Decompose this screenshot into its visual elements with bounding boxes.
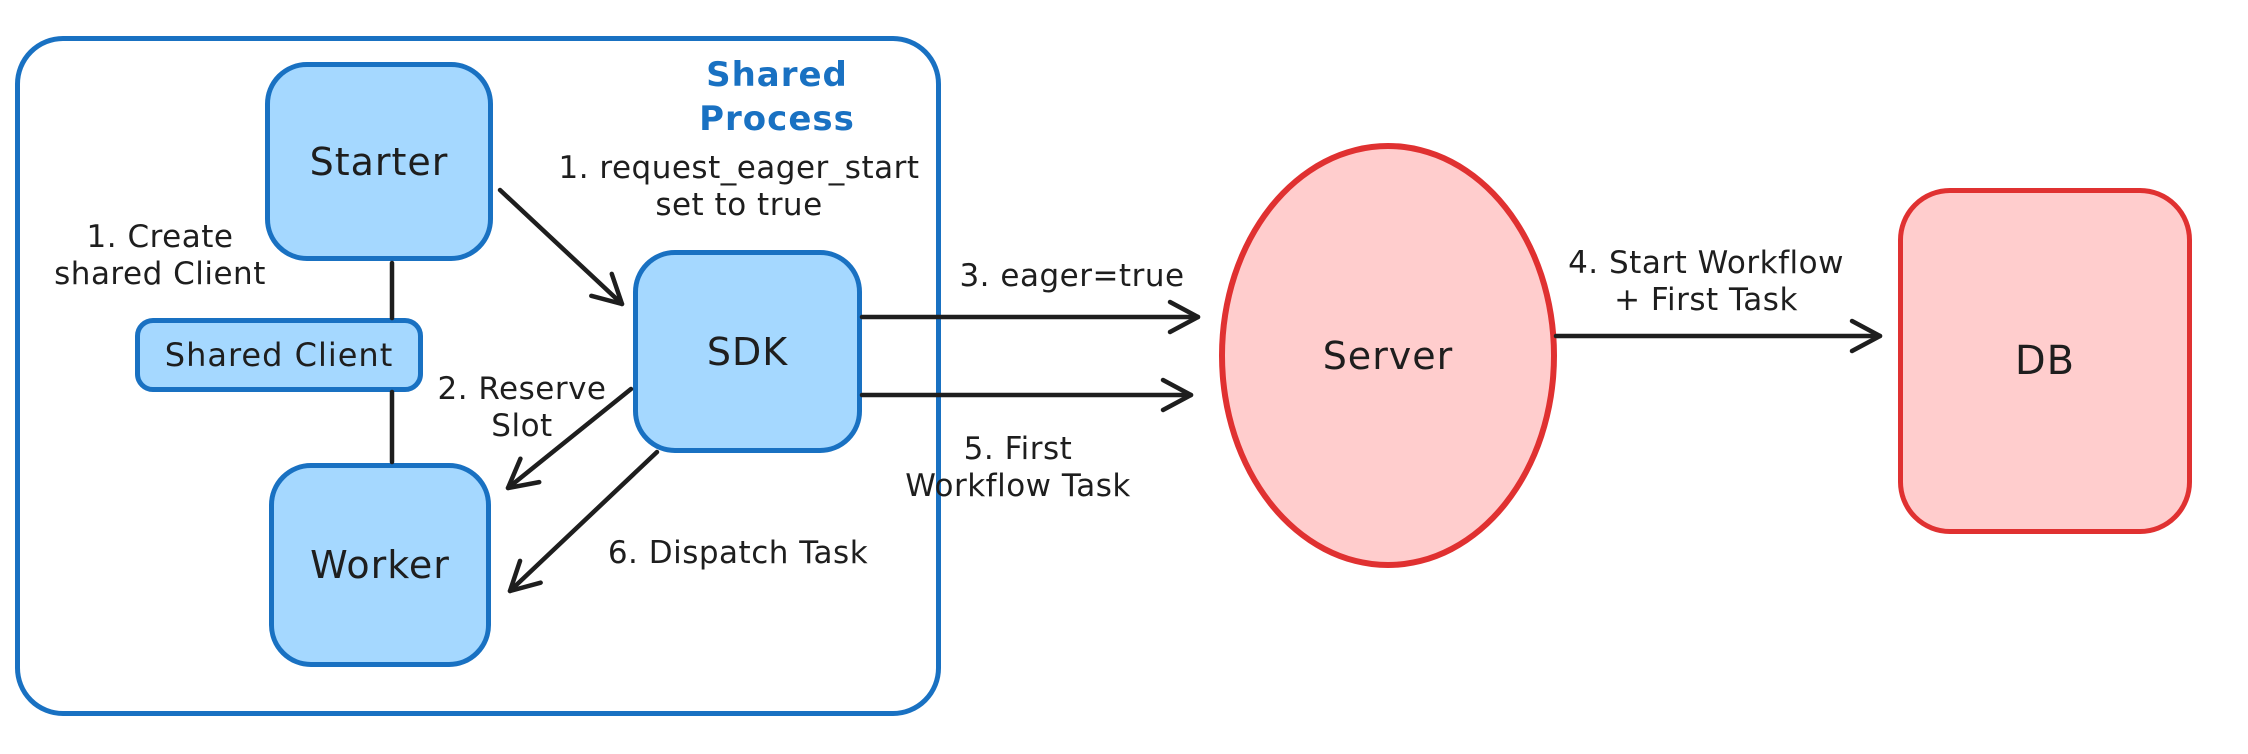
server-label: Server — [1322, 333, 1454, 378]
shared-client-label: Shared Client — [164, 336, 394, 374]
label-request-eager-start: 1. request_eager_start set to true — [558, 150, 920, 224]
sdk-node: SDK — [633, 250, 862, 453]
db-node: DB — [1898, 188, 2192, 534]
label-reserve-slot: 2. Reserve Slot — [437, 371, 607, 445]
shared-client-node: Shared Client — [135, 318, 423, 392]
worker-label: Worker — [310, 543, 450, 587]
label-first-workflow-task: 5. First Workflow Task — [905, 431, 1131, 505]
worker-node: Worker — [269, 463, 491, 667]
starter-label: Starter — [309, 139, 449, 184]
db-label: DB — [2014, 338, 2076, 384]
label-start-workflow-first-task: 4. Start Workflow + First Task — [1568, 245, 1844, 319]
label-create-shared-client: 1. Create shared Client — [54, 219, 266, 293]
label-dispatch-task: 6. Dispatch Task — [607, 535, 869, 571]
server-node: Server — [1219, 143, 1557, 568]
shared-process-title: Shared Process — [699, 55, 855, 139]
sdk-label: SDK — [706, 329, 789, 374]
starter-node: Starter — [265, 62, 493, 261]
shared-process-frame — [15, 36, 941, 716]
label-eager-true: 3. eager=true — [959, 258, 1185, 294]
